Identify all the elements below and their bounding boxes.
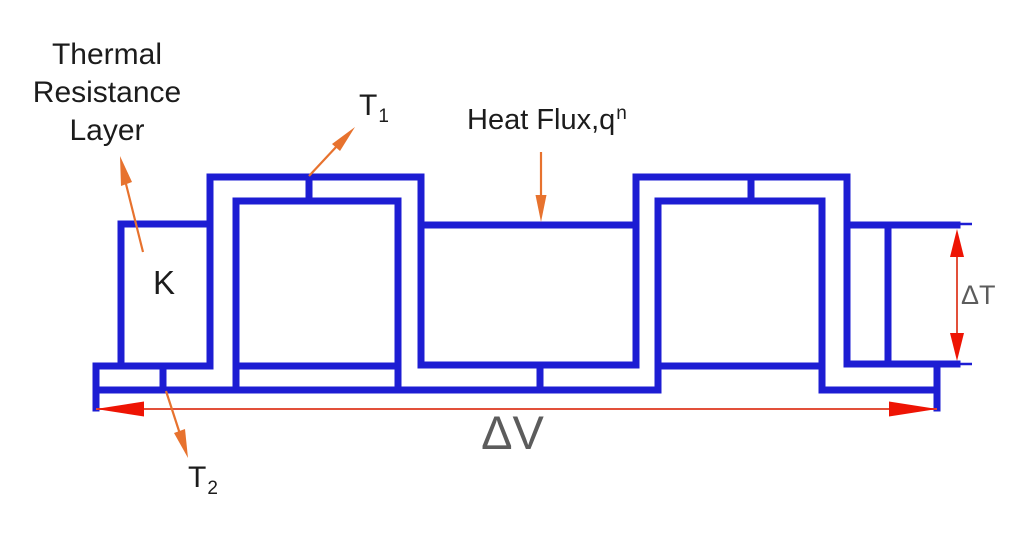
delta-v-dimension [96,401,937,417]
arrowhead-up-icon [950,229,964,257]
label-k-conductivity: K [153,264,176,301]
t2-arrow-line [164,390,182,435]
label-line-layer: Layer [69,114,145,147]
label-t2: T2 [188,461,218,499]
arrowhead-left-icon [96,401,144,417]
t1-base: T [359,89,378,122]
t2-base: T [188,461,207,494]
t2-arrowhead-icon [174,429,188,458]
t1-arrowhead-icon [332,127,355,151]
t2-subscript: 2 [207,478,218,499]
annotation-arrows [120,127,547,458]
heat-flux-arrowhead-icon [535,195,547,222]
t1-arrow-line [308,145,338,177]
structure-lines [92,173,972,412]
heat-flux-superscript: n [616,103,627,124]
label-delta-t: ΔT [961,280,996,310]
arrowhead-down-icon [950,333,964,361]
delta-t-dimension [950,229,964,361]
label-line-resistance: Resistance [32,76,182,109]
t1-subscript: 1 [378,106,389,127]
label-line-thermal: Thermal [51,38,163,71]
label-thermal-resistance-layer: Thermal Resistance Layer [8,36,206,150]
label-delta-v: ΔV [481,406,544,459]
arrowhead-right-icon [889,401,937,417]
label-heat-flux: Heat Flux,qn [467,103,627,137]
heat-flux-base: Heat Flux,q [467,104,616,136]
thermal-layer-arrow-line [124,183,145,253]
thermal-layer-arrowhead-icon [120,156,132,186]
label-t1: T1 [359,89,389,127]
